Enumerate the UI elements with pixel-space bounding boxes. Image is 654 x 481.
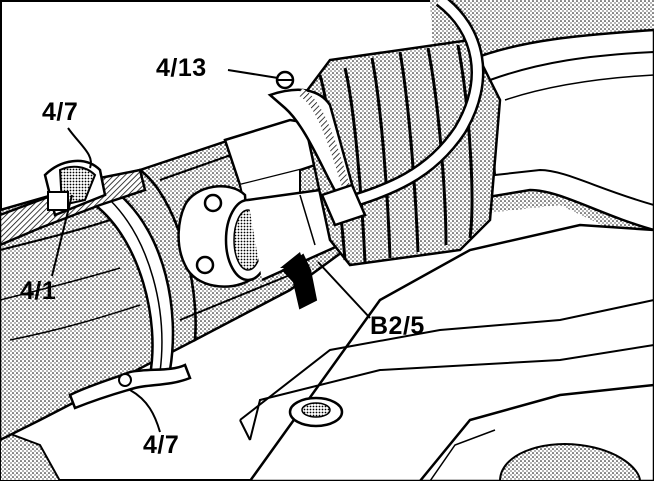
callout-4-1: 4/1 xyxy=(20,277,57,305)
duct-base xyxy=(0,428,62,481)
tube-clip xyxy=(320,183,367,227)
callout-b2-5: B2/5 xyxy=(370,312,425,340)
callout-4-7-bottom: 4/7 xyxy=(143,431,180,459)
callout-4-13: 4/13 xyxy=(156,54,207,82)
air-mass-meter xyxy=(137,118,347,343)
flange-screw xyxy=(203,193,223,213)
lower-clamp-bracket xyxy=(68,363,192,410)
flange-screw xyxy=(195,255,215,275)
callout-4-7-top: 4/7 xyxy=(42,98,79,126)
direction-arrow-icon xyxy=(281,253,318,310)
upper-clamp-detail xyxy=(0,159,147,247)
leader-lines xyxy=(51,69,371,433)
engine-block xyxy=(239,223,654,481)
